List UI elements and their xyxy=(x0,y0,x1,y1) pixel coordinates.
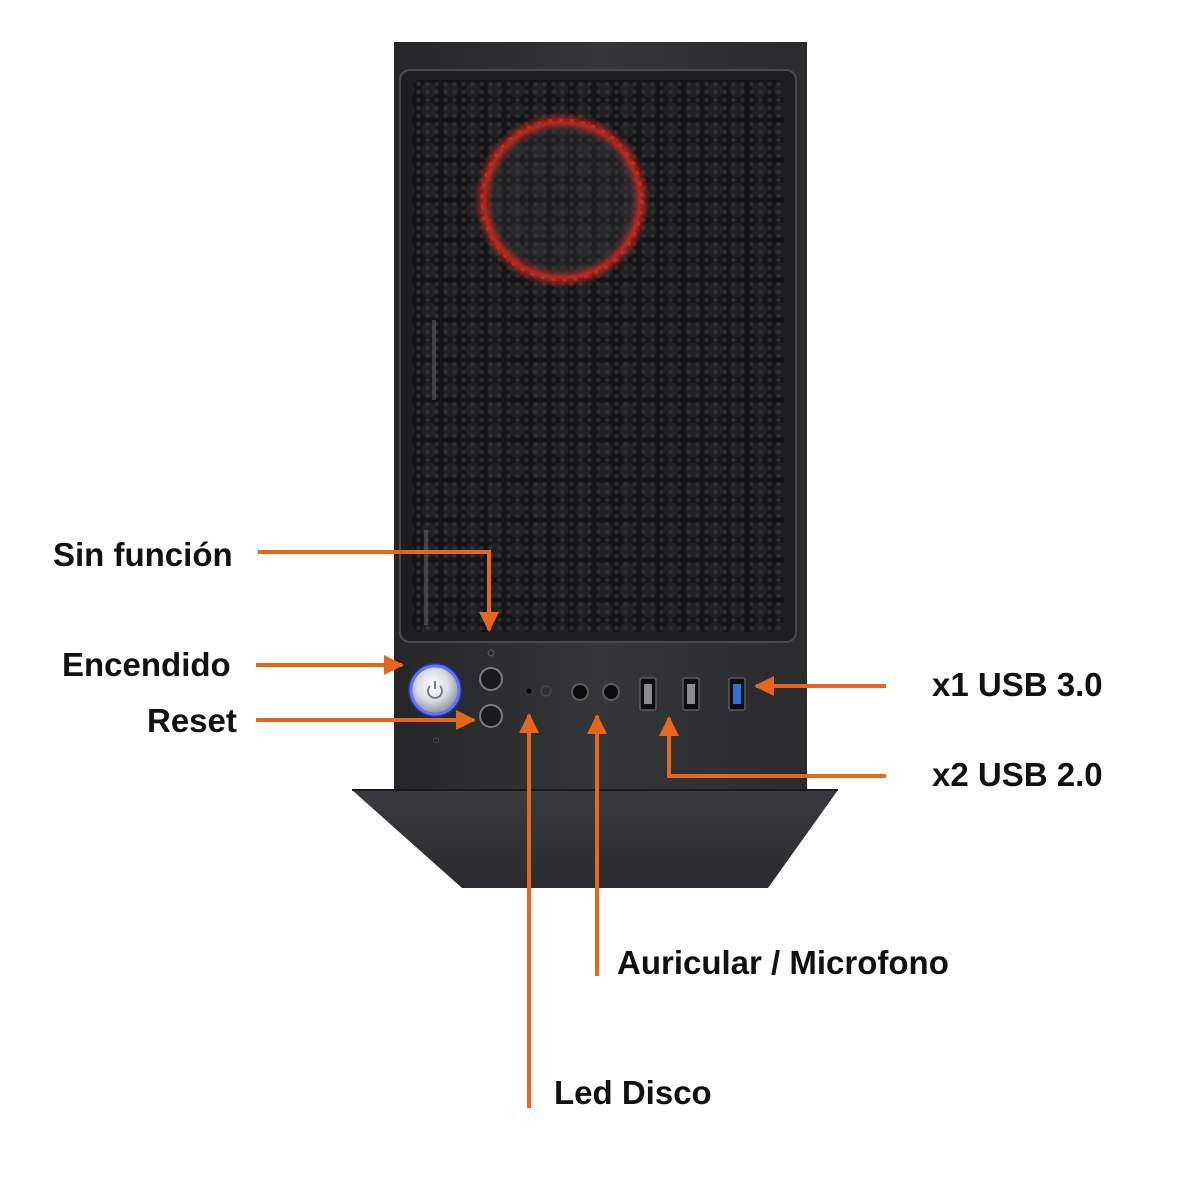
label-usb3: x1 USB 3.0 xyxy=(932,666,1103,703)
label-usb2: x2 USB 2.0 xyxy=(932,756,1103,793)
label-sin-funcion: Sin función xyxy=(53,536,233,573)
microphone-jack[interactable] xyxy=(602,683,620,701)
arrow-usb2 xyxy=(659,716,886,778)
reset-button[interactable] xyxy=(479,704,503,728)
power-icon xyxy=(427,681,443,699)
pc-case xyxy=(352,42,838,888)
fan-glow xyxy=(474,112,650,288)
power-button[interactable] xyxy=(408,663,462,717)
label-led-disco: Led Disco xyxy=(554,1074,712,1111)
arrow-sin-funcion xyxy=(258,550,499,632)
label-reset: Reset xyxy=(147,702,237,739)
no-function-button[interactable] xyxy=(479,667,503,691)
svg-text:⏻: ⏻ xyxy=(433,736,440,745)
front-io-panel: ⏻ xyxy=(408,649,746,745)
hdd-led xyxy=(526,688,532,694)
label-auricular-microfono: Auricular / Microfono xyxy=(617,944,949,981)
callout-arrows xyxy=(256,550,886,1108)
headphone-jack[interactable] xyxy=(571,683,589,701)
label-encendido: Encendido xyxy=(62,646,231,683)
